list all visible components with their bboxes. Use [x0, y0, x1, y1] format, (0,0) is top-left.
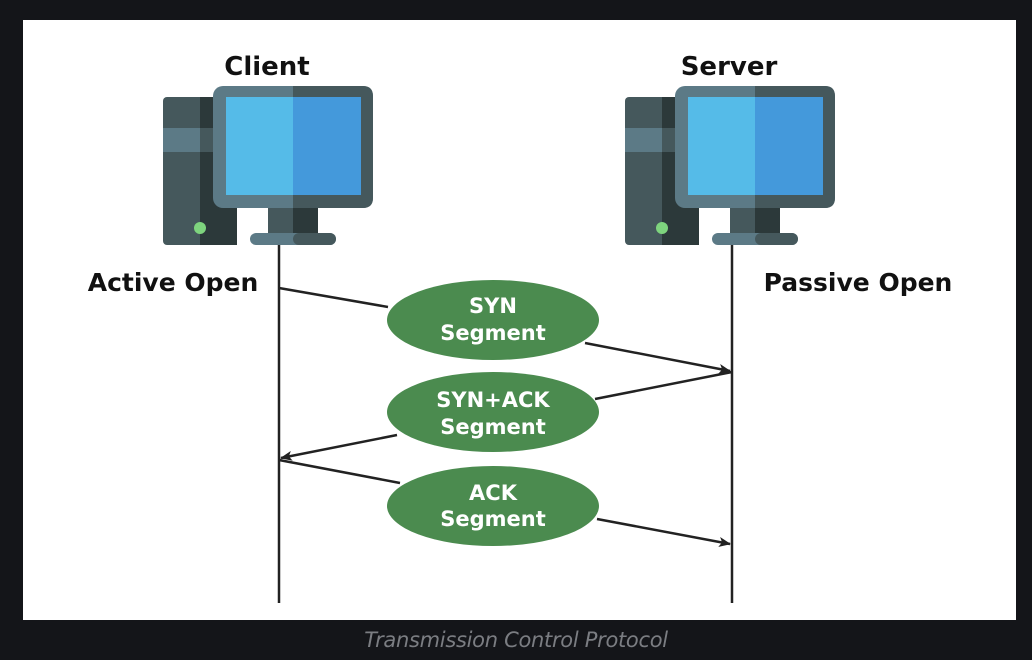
- ack-segment-line2: Segment: [440, 507, 546, 531]
- figure-caption: Transmission Control Protocol: [364, 628, 668, 652]
- server-computer-icon: [625, 86, 835, 245]
- syn-arrow: [278, 286, 731, 374]
- ack-segment: ACK Segment: [387, 466, 599, 546]
- syn-ack-segment-line1: SYN+ACK: [436, 388, 550, 412]
- ack-arrow: [278, 458, 731, 547]
- syn-ack-segment-line2: Segment: [440, 415, 546, 439]
- client-state-label: Active Open: [88, 268, 259, 297]
- syn-segment: SYN Segment: [387, 280, 599, 360]
- syn-ack-segment: SYN+ACK Segment: [387, 372, 599, 452]
- syn-segment-line1: SYN: [469, 294, 517, 318]
- syn-segment-line2: Segment: [440, 321, 546, 345]
- ack-segment-line1: ACK: [469, 481, 518, 505]
- client-computer-icon: [163, 86, 373, 245]
- client-label: Client: [224, 52, 309, 82]
- syn-ack-arrow: [280, 370, 733, 461]
- server-power-led-icon: [656, 222, 668, 234]
- server-state-label: Passive Open: [764, 268, 953, 297]
- server-label: Server: [681, 52, 778, 82]
- client-power-led-icon: [194, 222, 206, 234]
